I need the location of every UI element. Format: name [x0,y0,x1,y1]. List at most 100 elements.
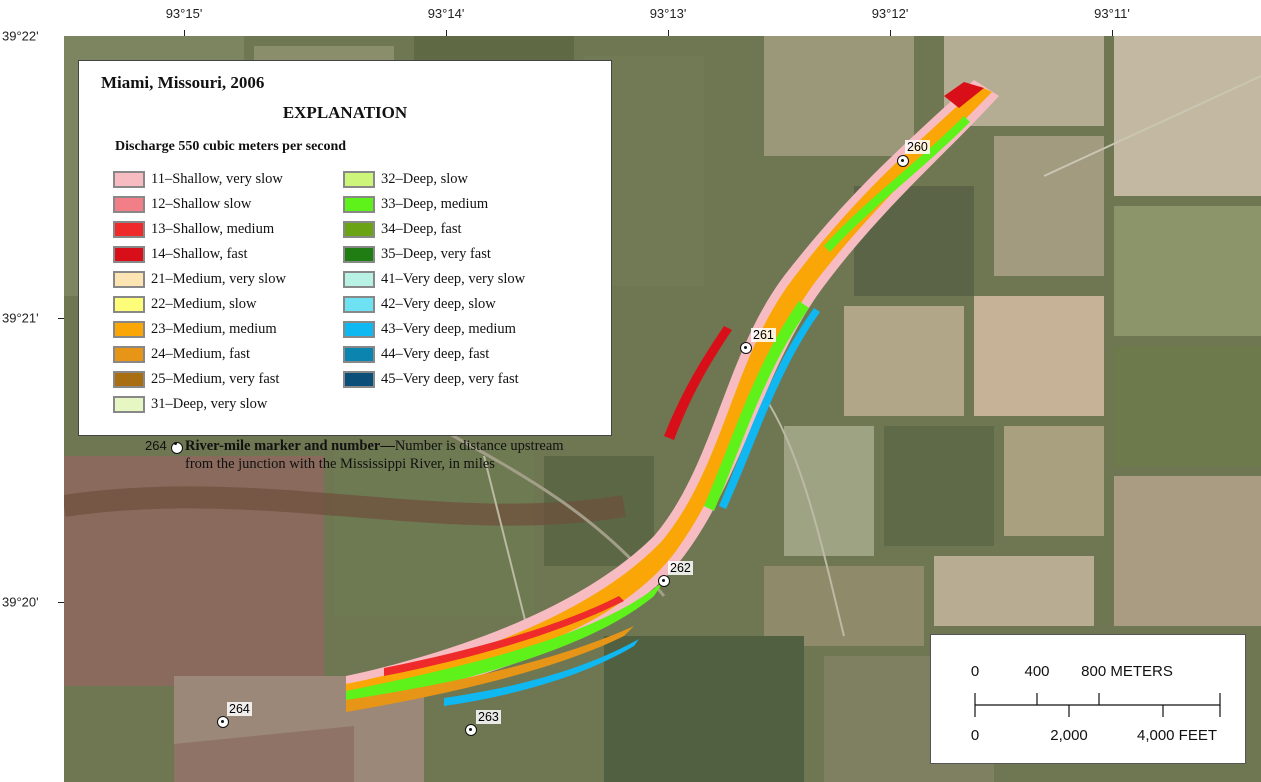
legend-item: 43–Very deep, medium [343,319,516,339]
river-mile-marker-261 [740,342,752,354]
legend-item-label: 11–Shallow, very slow [151,170,283,187]
longitude-label-93-15: 93°15' [165,6,203,21]
legend-marker-description: River-mile marker and number—Number is d… [185,437,595,473]
legend-swatch [343,220,375,238]
river-mile-marker-260 [897,155,909,167]
longitude-label-93-12: 93°12' [871,6,909,21]
legend-item: 32–Deep, slow [343,169,468,189]
tick-mark [58,318,64,319]
legend-item: 44–Very deep, fast [343,344,489,364]
legend-item-label: 45–Very deep, very fast [381,370,519,387]
legend-swatch [343,195,375,213]
legend-item: 11–Shallow, very slow [113,169,283,189]
legend-swatch [113,320,145,338]
legend-item: 12–Shallow slow [113,194,251,214]
legend-item-label: 32–Deep, slow [381,170,468,187]
legend-swatch [343,295,375,313]
legend-item-label: 21–Medium, very slow [151,270,286,287]
legend-marker-symbol [171,439,183,457]
longitude-label-93-11: 93°11' [1094,6,1130,21]
legend-item-label: 25–Medium, very fast [151,370,280,387]
legend-item-label: 31–Deep, very slow [151,395,268,412]
legend-swatch [343,245,375,263]
legend-item-label: 42–Very deep, slow [381,295,496,312]
latitude-label-39-22: 39°22' [2,28,39,44]
legend-swatch [113,195,145,213]
legend-marker-text: Number is distance upstream from the jun… [185,438,564,472]
river-mile-marker-264 [217,716,229,728]
map-legend: Miami, Missouri, 2006 EXPLANATION Discha… [78,60,612,472]
scale-feet-2000: 2,000 [1050,727,1088,744]
legend-item-label: 13–Shallow, medium [151,220,275,237]
legend-item: 21–Medium, very slow [113,269,286,289]
scale-feet-4000: 4,000 FEET [1136,727,1218,744]
legend-item-label: 24–Medium, fast [151,345,251,362]
river-mile-marker-262 [658,575,670,587]
scale-bar-lines [974,693,1221,717]
legend-swatch [113,295,145,313]
legend-item-label: 44–Very deep, fast [381,345,490,362]
river-mile-label-260: 260 [905,140,930,154]
longitude-label-93-13: 93°13' [649,6,687,21]
tick-mark [446,30,447,36]
legend-swatch [113,370,145,388]
legend-swatch [343,320,375,338]
tick-mark [184,30,185,36]
legend-item: 45–Very deep, very fast [343,369,519,389]
legend-swatch [113,220,145,238]
legend-swatch [113,270,145,288]
scale-meters-800: 800 METERS [1081,663,1173,680]
tick-mark [890,30,891,36]
legend-item: 35–Deep, very fast [343,244,491,264]
legend-swatch [113,345,145,363]
legend-marker-title: River-mile marker and number— [185,438,395,454]
legend-swatch [343,345,375,363]
legend-heading: EXPLANATION [282,103,408,122]
legend-item: 14–Shallow, fast [113,244,248,264]
latitude-label-39-20: 39°20' [2,594,39,610]
river-mile-label-262: 262 [668,561,693,575]
river-mile-marker-263 [465,724,477,736]
tick-mark [668,30,669,36]
legend-swatch [113,170,145,188]
legend-marker-number: 264 [145,438,167,453]
legend-swatch [343,270,375,288]
scale-meters-0: 0 [970,663,980,680]
legend-item-label: 41–Very deep, very slow [381,270,526,287]
legend-item-label: 35–Deep, very fast [381,245,491,262]
legend-item: 22–Medium, slow [113,294,257,314]
legend-item-label: 33–Deep, medium [381,195,489,212]
river-mile-label-263: 263 [476,710,501,724]
legend-item: 24–Medium, fast [113,344,250,364]
tick-mark [58,602,64,603]
legend-title: Miami, Missouri, 2006 [101,73,265,92]
legend-discharge: Discharge 550 cubic meters per second [115,139,347,154]
legend-item: 31–Deep, very slow [113,394,267,414]
legend-item: 41–Very deep, very slow [343,269,525,289]
scale-meters-400: 400 [1024,663,1050,680]
scale-bar: 0 400 800 METERS 0 2,000 4,000 FEET [930,634,1246,764]
longitude-label-93-14: 93°14' [427,6,465,21]
latitude-label-39-21: 39°21' [2,310,39,326]
scale-feet-0: 0 [970,727,980,744]
river-mile-label-264: 264 [227,702,252,716]
legend-item: 25–Medium, very fast [113,369,279,389]
river-mile-symbol [171,442,183,455]
legend-item: 33–Deep, medium [343,194,488,214]
legend-item: 42–Very deep, slow [343,294,496,314]
legend-swatch [343,170,375,188]
legend-swatch [113,395,145,413]
legend-item-label: 22–Medium, slow [151,295,257,312]
legend-item: 13–Shallow, medium [113,219,274,239]
legend-item-label: 43–Very deep, medium [381,320,516,337]
legend-item-label: 14–Shallow, fast [151,245,248,262]
legend-item: 23–Medium, medium [113,319,277,339]
legend-swatch [113,245,145,263]
legend-item-label: 23–Medium, medium [151,320,277,337]
legend-swatch [343,370,375,388]
legend-item: 34–Deep, fast [343,219,462,239]
legend-item-label: 34–Deep, fast [381,220,462,237]
river-mile-label-261: 261 [751,328,776,342]
legend-item-label: 12–Shallow slow [151,195,252,212]
tick-mark [1112,30,1113,36]
